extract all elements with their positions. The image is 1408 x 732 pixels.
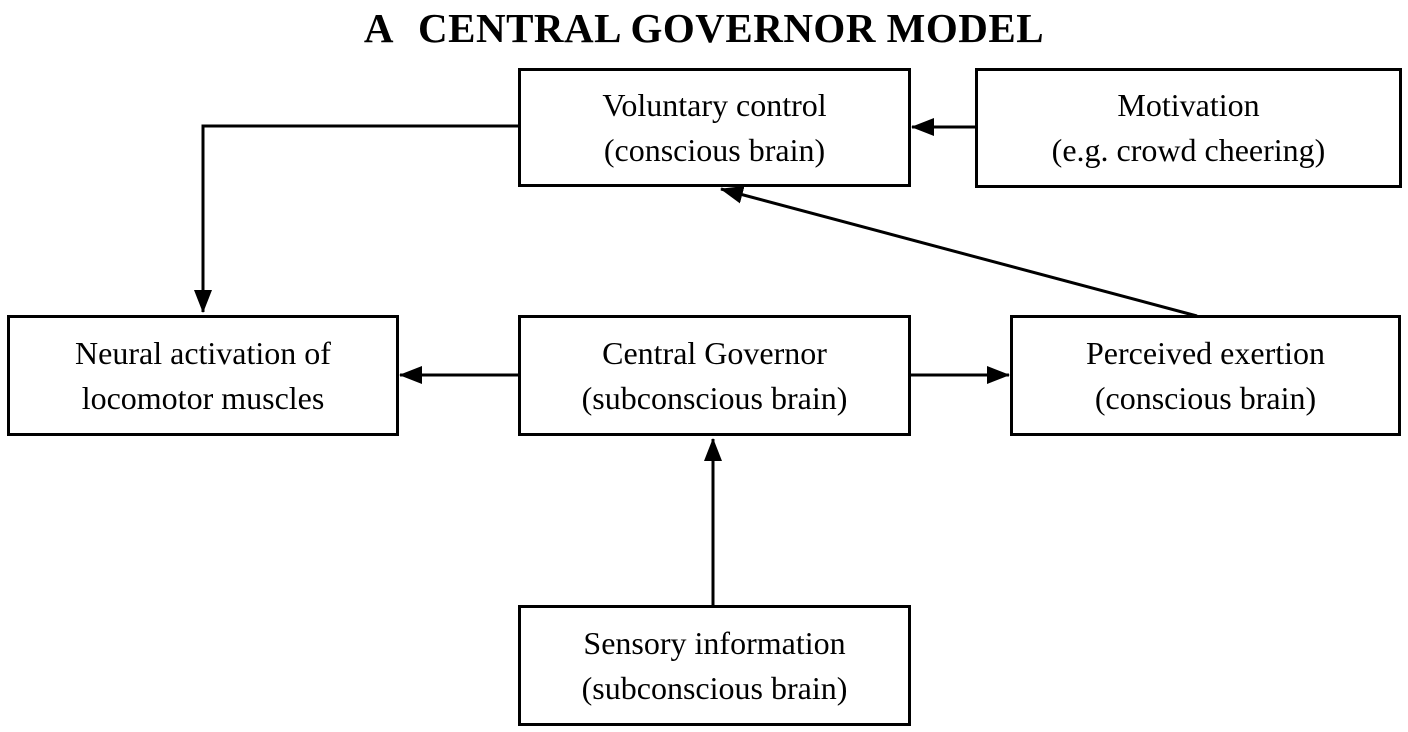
node-voluntary-control-line2: (conscious brain): [603, 131, 826, 168]
node-perceived-exertion-line1: Perceived exertion: [1086, 334, 1325, 371]
node-neural-activation: Neural activation of locomotor muscles: [7, 315, 399, 436]
edge-voluntary-control-to-neural-activation: [194, 124, 518, 313]
node-sensory-information-line1: Sensory information: [583, 624, 846, 661]
node-sensory-information: Sensory information (subconscious brain): [518, 605, 911, 726]
node-central-governor-line2: (subconscious brain): [581, 379, 848, 416]
node-neural-activation-line1: Neural activation of: [75, 334, 331, 371]
node-motivation-line1: Motivation: [1117, 87, 1260, 123]
panel-label: A: [363, 5, 395, 51]
node-central-governor-line1: Central Governor: [602, 334, 827, 371]
node-central-governor: Central Governor (subconscious brain): [518, 315, 911, 436]
node-voluntary-control: Voluntary control (conscious brain): [518, 68, 911, 187]
node-perceived-exertion-line2: (conscious brain): [1094, 379, 1317, 416]
node-motivation-line2: (e.g. crowd cheering): [1051, 132, 1326, 168]
diagram-title: A CENTRAL GOVERNOR MODEL: [0, 4, 1408, 52]
node-voluntary-control-line1: Voluntary control: [602, 86, 827, 123]
node-sensory-information-line2: (subconscious brain): [581, 669, 848, 706]
node-neural-activation-line2: locomotor muscles: [81, 379, 325, 416]
node-perceived-exertion: Perceived exertion (conscious brain): [1010, 315, 1401, 436]
node-motivation: Motivation (e.g. crowd cheering): [975, 68, 1402, 188]
title-text: CENTRAL GOVERNOR MODEL: [418, 5, 1045, 51]
edge-perceived-exertion-to-voluntary-control: [720, 185, 1198, 318]
